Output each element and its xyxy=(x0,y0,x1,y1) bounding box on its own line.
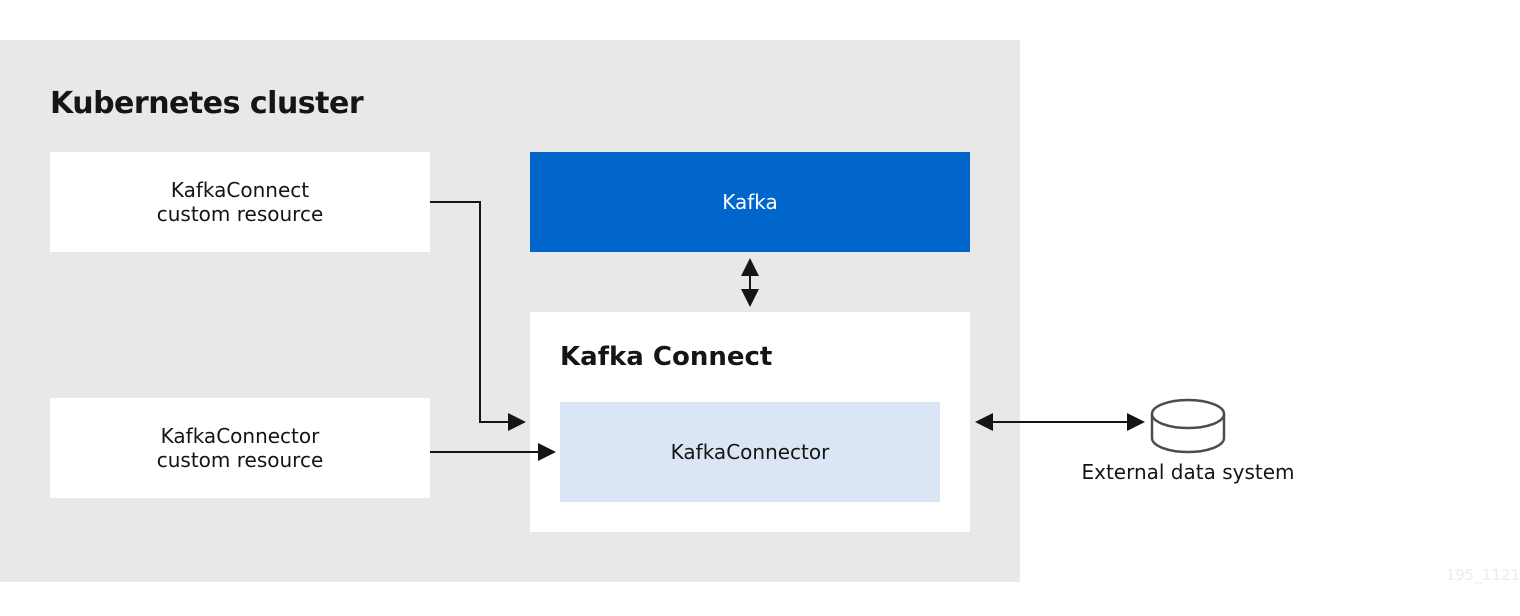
kafka-connect-title: Kafka Connect xyxy=(560,342,773,372)
database-cylinder-icon xyxy=(1150,398,1226,454)
external-system-label: External data system xyxy=(1081,460,1295,484)
cluster-title: Kubernetes cluster xyxy=(50,86,364,121)
arrowhead-left xyxy=(975,413,993,431)
arrowhead-up xyxy=(741,258,759,276)
figure-id: 195_1121 xyxy=(1445,566,1520,584)
kafkaconnector-resource-box: KafkaConnector custom resource xyxy=(50,398,430,498)
kafkaconnect-resource-box: KafkaConnect custom resource xyxy=(50,152,430,252)
arrowhead-right xyxy=(1127,413,1145,431)
kafka-box: Kafka xyxy=(530,152,970,252)
arrowhead-down xyxy=(741,289,759,307)
arrowhead-right xyxy=(538,443,556,461)
kafkaconnect-to-connect-line xyxy=(430,201,508,423)
kafka-connector-box: KafkaConnector xyxy=(560,402,940,502)
arrowhead-right xyxy=(508,413,526,431)
